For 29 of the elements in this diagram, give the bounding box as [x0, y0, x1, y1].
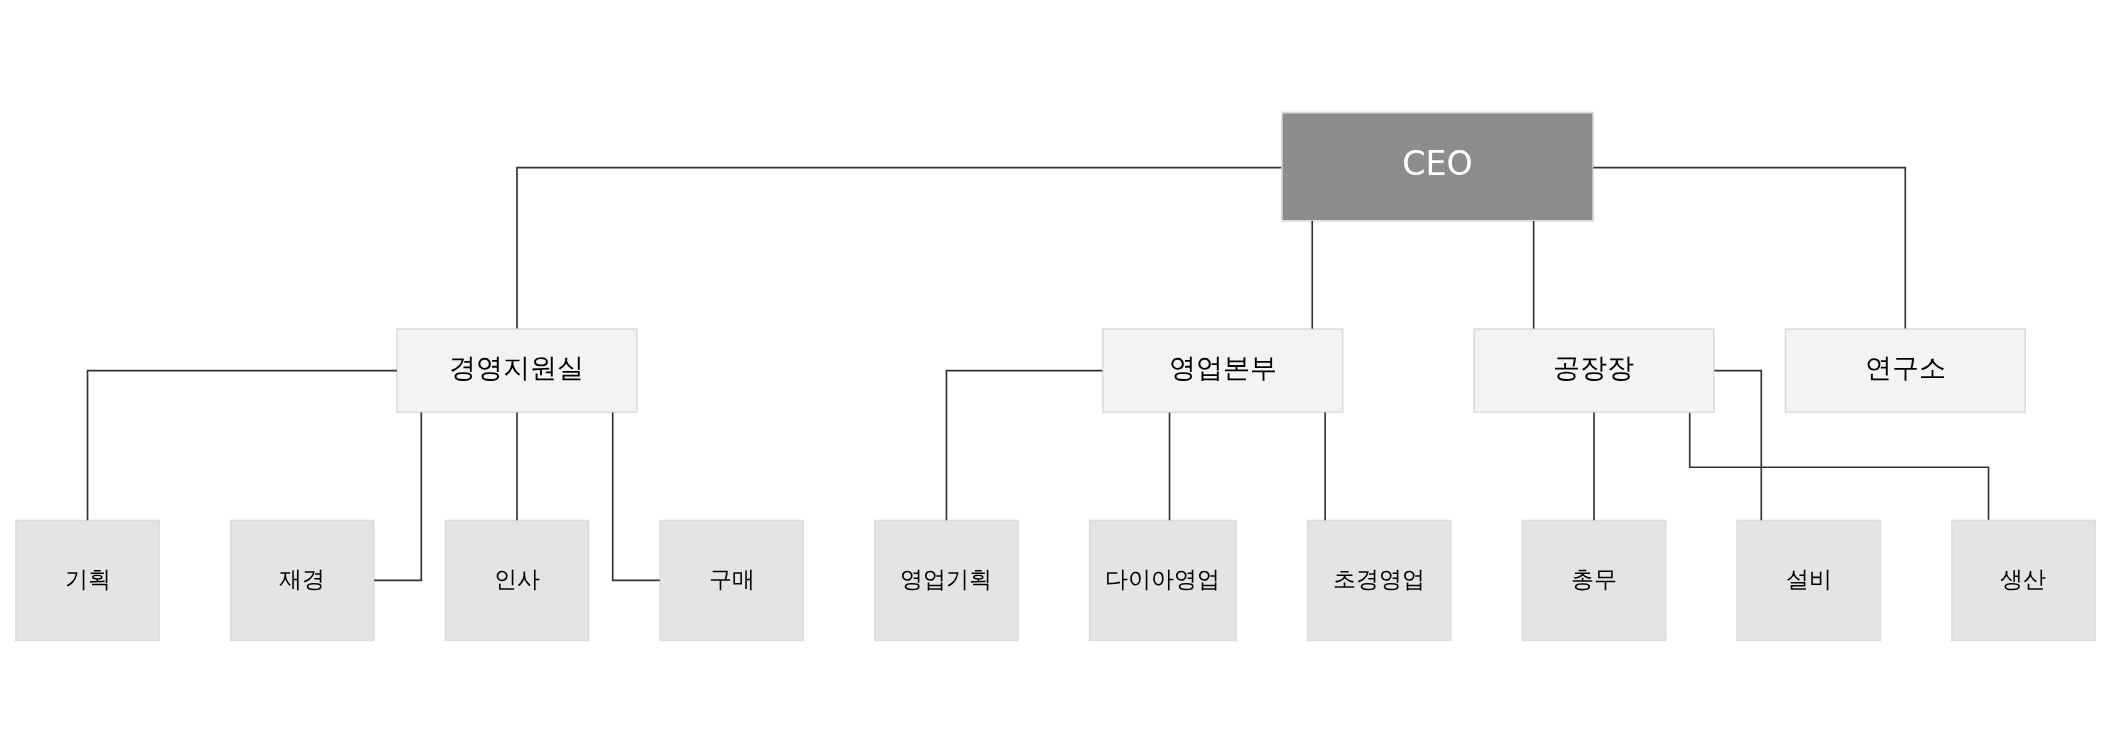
- connector: [611, 411, 661, 581]
- node-box: 경영지원실: [396, 327, 638, 413]
- node-box: 영업본부: [1102, 327, 1344, 413]
- node-box: 생산: [1951, 519, 2096, 641]
- connector: [1532, 219, 1535, 329]
- node-box: 초경영업: [1306, 519, 1452, 641]
- node-box: 구매: [659, 519, 805, 641]
- node-box: CEO: [1281, 111, 1594, 222]
- node-box: 연구소: [1784, 327, 2026, 413]
- connector: [1311, 219, 1314, 329]
- node-box: 영업기획: [874, 519, 1019, 641]
- connector: [1593, 411, 1595, 521]
- connector: [373, 411, 423, 581]
- node-box: 설비: [1736, 519, 1882, 641]
- connector: [1688, 411, 1990, 521]
- connector: [1713, 369, 1763, 521]
- connector: [1592, 166, 1907, 329]
- node-box: 다이아영업: [1088, 519, 1237, 641]
- connector: [516, 166, 1283, 329]
- connector: [86, 369, 398, 521]
- connector: [516, 411, 518, 521]
- connector: [1324, 411, 1326, 521]
- node-box: 총무: [1521, 519, 1667, 641]
- connector: [945, 369, 1104, 521]
- node-box: 공장장: [1473, 327, 1715, 413]
- node-box: 인사: [444, 519, 590, 641]
- connector: [1168, 411, 1171, 521]
- node-box: 재경: [229, 519, 375, 641]
- node-box: 기획: [15, 519, 160, 641]
